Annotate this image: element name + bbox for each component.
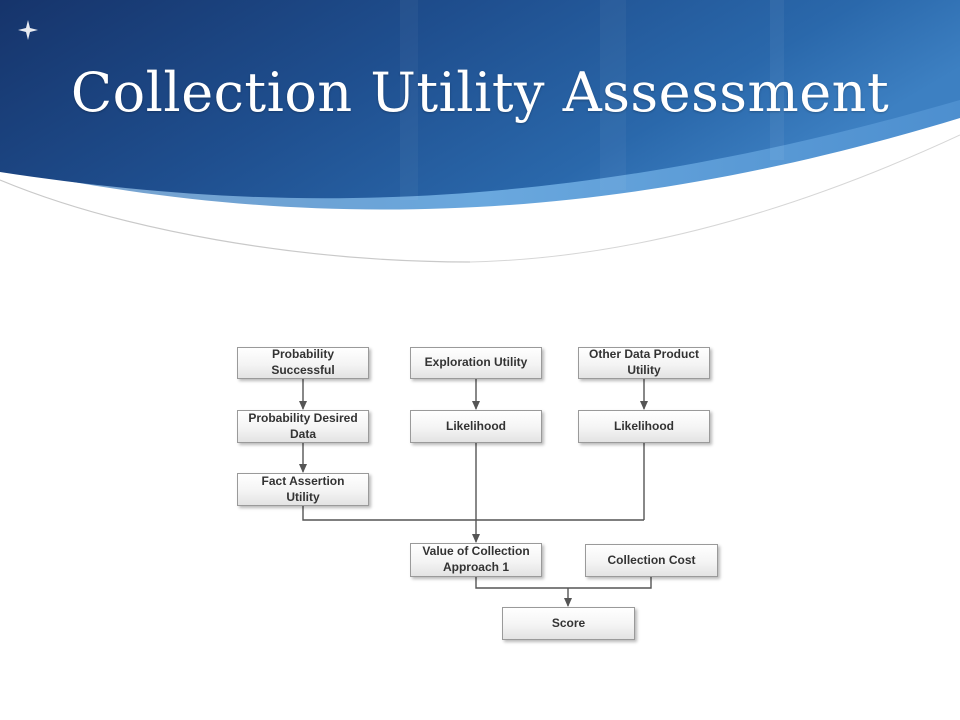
star-icon (18, 20, 38, 40)
header-swoosh-line (0, 179, 471, 263)
connector-line (475, 577, 652, 589)
node-fact-assertion-utility: Fact Assertion Utility (237, 473, 369, 506)
node-probability-successful: Probability Successful (237, 347, 369, 379)
node-value-of-collection-approach: Value of Collection Approach 1 (410, 543, 542, 577)
node-likelihood-exploration: Likelihood (410, 410, 542, 443)
connector-line (302, 506, 644, 521)
header-banner (0, 0, 960, 263)
node-other-data-product-utility: Other Data Product Utility (578, 347, 710, 379)
node-collection-cost: Collection Cost (585, 544, 718, 577)
node-score: Score (502, 607, 635, 640)
node-probability-desired-data: Probability Desired Data (237, 410, 369, 443)
header-swoosh-line (469, 134, 960, 263)
slide-title: Collection Utility Assessment (70, 61, 890, 124)
header-dark-band (0, 0, 960, 199)
node-exploration-utility: Exploration Utility (410, 347, 542, 379)
node-likelihood-other: Likelihood (578, 410, 710, 443)
